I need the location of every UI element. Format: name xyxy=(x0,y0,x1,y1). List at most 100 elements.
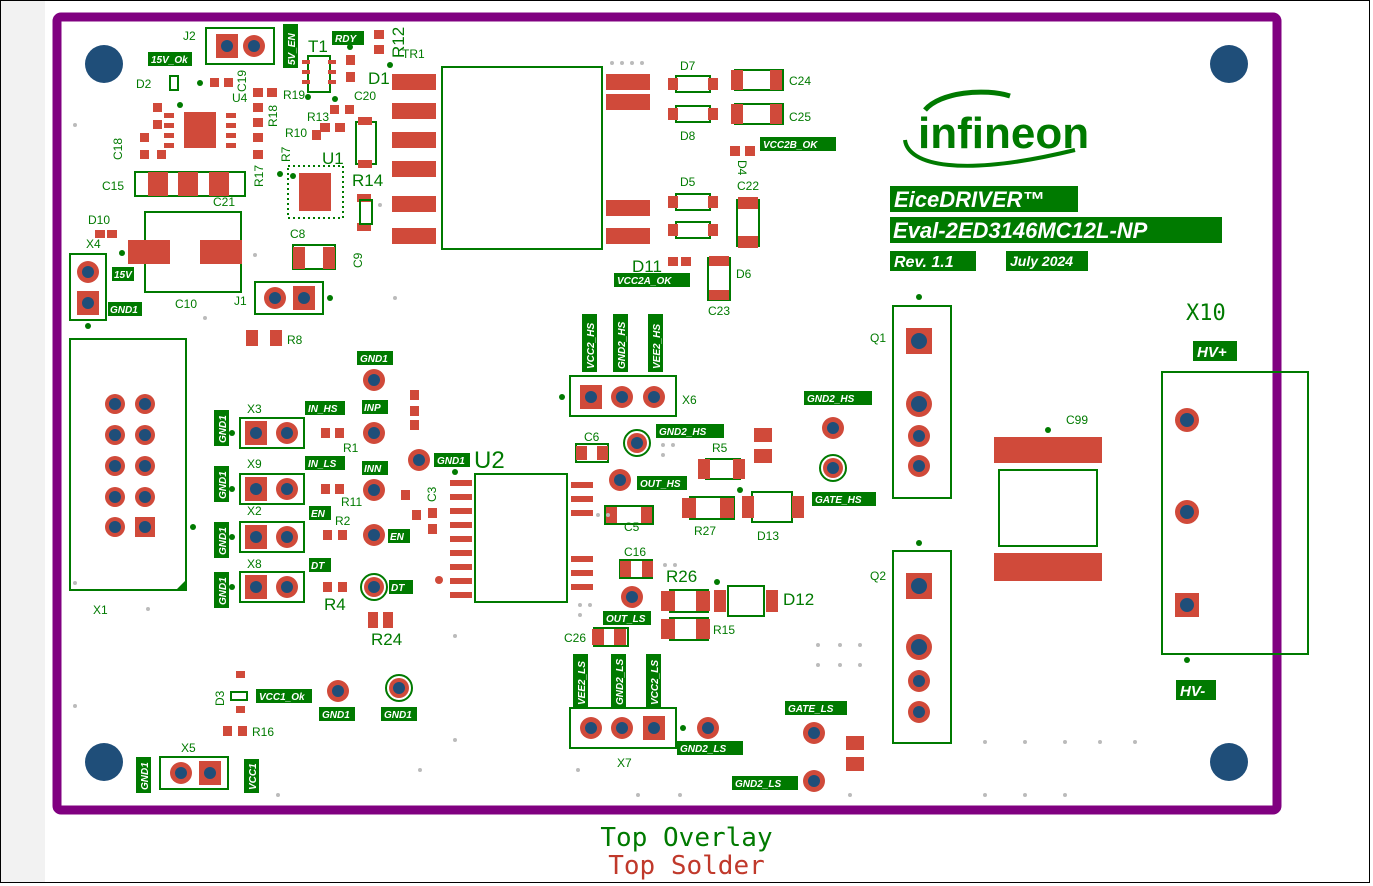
svg-text:GATE_HS: GATE_HS xyxy=(815,495,862,506)
mounting-hole-br xyxy=(1210,743,1248,781)
connector-x5[interactable] xyxy=(159,756,229,790)
ic-u2: U2 xyxy=(450,447,593,603)
testpoint-out-ls[interactable] xyxy=(621,586,643,608)
connector-x7[interactable]: X7 xyxy=(569,707,686,770)
des-r8: R8 xyxy=(287,333,303,347)
net-gnd1-tp1: GND1 xyxy=(357,351,393,365)
net-gnd2-ls-b: GND2_LS xyxy=(732,776,798,790)
testpoint-gnd1-c[interactable] xyxy=(327,680,349,702)
connector-x9[interactable] xyxy=(229,473,305,505)
connector-x6[interactable]: X6 xyxy=(559,375,697,417)
svg-text:GATE_LS: GATE_LS xyxy=(788,704,834,715)
des-c10: C10 xyxy=(175,297,197,311)
net-dt-tp: DT xyxy=(389,580,413,594)
des-c5: C5 xyxy=(624,520,640,534)
net-gnd1-tp3: GND1 xyxy=(319,707,355,721)
net-gnd1-x2: GND1 xyxy=(214,522,229,558)
net-gnd2-hs-b: GND2_HS xyxy=(804,391,872,405)
connector-x1[interactable]: X1 xyxy=(69,338,196,617)
transistor-q1 xyxy=(892,294,952,499)
des-u1: U1 xyxy=(322,149,344,168)
connector-x3[interactable] xyxy=(229,417,305,449)
svg-text:GND1: GND1 xyxy=(218,471,229,499)
svg-text:VCC2_LS: VCC2_LS xyxy=(650,660,661,705)
des-r5: R5 xyxy=(712,441,728,455)
des-q1: Q1 xyxy=(870,331,886,345)
svg-text:Rev. 1.1: Rev. 1.1 xyxy=(894,254,954,271)
svg-text:GND1: GND1 xyxy=(360,354,388,365)
net-rdy: 5V_EN RDY xyxy=(332,31,364,45)
des-x6: X6 xyxy=(682,393,697,407)
des-tr1: TR1 xyxy=(402,47,425,61)
testpoint-gnd1-b[interactable] xyxy=(408,449,430,471)
net-gnd1-x5: GND1 xyxy=(136,757,151,793)
des-r10: R10 xyxy=(285,126,307,140)
svg-text:VCC2A_OK: VCC2A_OK xyxy=(617,276,672,287)
connector-x10[interactable] xyxy=(1161,371,1309,663)
net-vcc2-hs-x6: VCC2_HS xyxy=(582,314,597,372)
des-r17: R17 xyxy=(252,165,266,187)
des-u4: U4 xyxy=(232,91,248,105)
testpoint-gate-hs[interactable] xyxy=(819,454,847,482)
testpoint-gnd1-d[interactable] xyxy=(385,674,413,702)
testpoint-gnd1-a[interactable] xyxy=(363,369,385,391)
des-x5: X5 xyxy=(181,741,196,755)
connector-j1[interactable]: J1 xyxy=(234,281,333,315)
net-vcc2b-ok: VCC2B_OK xyxy=(760,137,836,151)
testpoint-dt[interactable] xyxy=(360,573,388,601)
des-r14: R14 xyxy=(352,171,383,190)
des-x7: X7 xyxy=(617,756,632,770)
des-d2: D2 xyxy=(136,77,152,91)
svg-text:VCC2_HS: VCC2_HS xyxy=(586,323,597,369)
testpoint-gnd2-hs-b[interactable] xyxy=(822,417,844,439)
testpoint-inn[interactable] xyxy=(363,479,385,501)
des-r2: R2 xyxy=(335,514,351,528)
infineon-logo: infineon xyxy=(903,89,1089,168)
svg-text:HV-: HV- xyxy=(1180,683,1205,700)
transformer-tr1 xyxy=(387,62,650,250)
svg-text:VCC1_Ok: VCC1_Ok xyxy=(259,692,305,703)
svg-text:Eval-2ED3146MC12L-NP: Eval-2ED3146MC12L-NP xyxy=(893,218,1148,243)
connector-x4[interactable] xyxy=(69,253,107,321)
testpoint-gnd2-hs-a[interactable] xyxy=(623,429,651,457)
net-gnd1-x4: GND1 xyxy=(108,302,142,316)
des-r12: R12 xyxy=(389,27,408,58)
des-c16: C16 xyxy=(624,545,646,559)
testpoint-gnd2-ls-a[interactable] xyxy=(697,717,719,739)
net-gate-ls: GATE_LS xyxy=(785,701,847,715)
date-label: July 2024 xyxy=(1006,251,1088,271)
testpoint-inp[interactable] xyxy=(363,422,385,444)
svg-text:VCC1: VCC1 xyxy=(248,763,259,790)
des-r11: R11 xyxy=(341,495,362,509)
net-hv-plus: HV+ xyxy=(1193,341,1237,361)
svg-text:GND1: GND1 xyxy=(384,710,412,721)
des-r18: R18 xyxy=(266,105,280,127)
testpoint-gate-ls[interactable] xyxy=(803,722,825,744)
net-gate-hs: GATE_HS xyxy=(812,492,876,506)
svg-text:5V_EN: 5V_EN xyxy=(287,33,298,65)
des-d6: D6 xyxy=(736,267,752,281)
net-gnd1-x8: GND1 xyxy=(214,572,229,608)
mounting-hole-bl xyxy=(85,743,123,781)
net-gnd1-tp2: GND1 xyxy=(434,453,470,467)
net-15v-ok: 15V_Ok xyxy=(148,52,192,66)
des-x9: X9 xyxy=(247,457,262,471)
des-d11: D11 xyxy=(632,257,662,276)
des-d7: D7 xyxy=(680,59,696,73)
testpoint-gnd2-ls-b[interactable] xyxy=(803,770,825,792)
des-d1: D1 xyxy=(368,69,390,88)
connector-x8[interactable] xyxy=(229,571,305,603)
des-r27: R27 xyxy=(694,524,716,538)
svg-text:GND2_LS: GND2_LS xyxy=(615,659,626,705)
des-x1: X1 xyxy=(93,603,108,617)
svg-text:OUT_HS: OUT_HS xyxy=(640,479,681,490)
connector-j2[interactable]: J2 xyxy=(183,27,275,65)
svg-text:GND2_HS: GND2_HS xyxy=(617,321,628,369)
svg-text:GND1: GND1 xyxy=(110,305,138,316)
testpoint-out-hs[interactable] xyxy=(609,469,631,491)
svg-text:INP: INP xyxy=(364,403,381,414)
net-inp: INP xyxy=(362,400,388,414)
connector-x2[interactable] xyxy=(229,521,305,553)
testpoint-en[interactable] xyxy=(363,524,385,546)
